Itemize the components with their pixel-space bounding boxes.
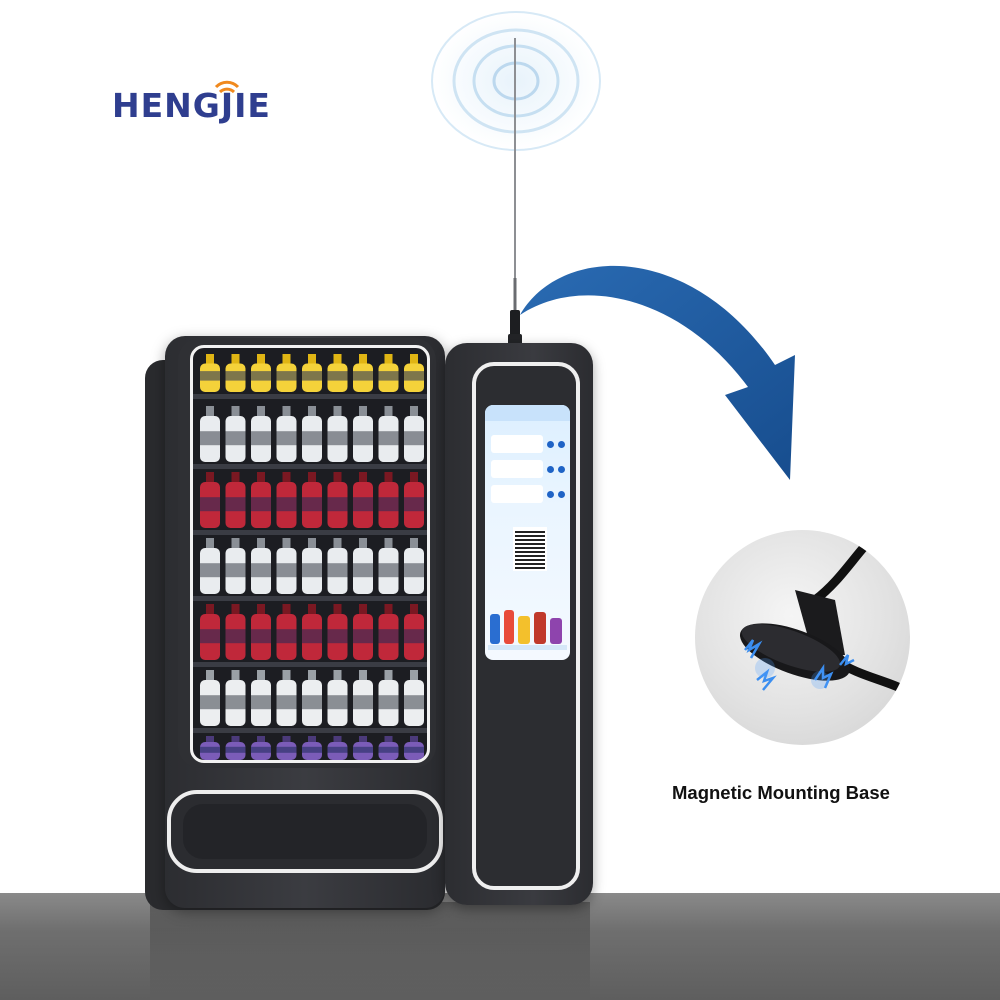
- bottle: [225, 538, 246, 594]
- screen-dot-icon: [547, 491, 554, 498]
- floor-reflection: [150, 902, 590, 1000]
- bottle: [276, 736, 297, 760]
- bottle: [353, 472, 373, 528]
- touch-screen: [485, 405, 570, 660]
- screen-dot-icon: [558, 466, 565, 473]
- bottle: [225, 670, 246, 726]
- product-shelves: [193, 354, 427, 760]
- screen-dot-icon: [547, 441, 554, 448]
- bottle: [353, 736, 373, 760]
- bottle: [378, 538, 399, 594]
- bottle: [225, 604, 246, 660]
- bottle: [327, 354, 348, 392]
- bottle: [302, 670, 322, 726]
- bottle: [404, 670, 424, 726]
- bottle: [251, 736, 271, 760]
- bottle: [276, 670, 297, 726]
- bottle: [353, 354, 373, 392]
- screen-list-item: [491, 435, 543, 453]
- screen-header: [485, 405, 570, 421]
- bottle: [302, 736, 322, 760]
- bottle: [378, 604, 399, 660]
- bottle: [225, 472, 246, 528]
- bottle: [353, 406, 373, 462]
- bottle: [200, 354, 220, 392]
- pickup-slot: [167, 790, 443, 873]
- bottle: [327, 736, 348, 760]
- bottle: [353, 604, 373, 660]
- bottle: [200, 538, 220, 594]
- bottle: [225, 736, 246, 760]
- bottle: [251, 354, 271, 392]
- bottle: [276, 354, 297, 392]
- bottle: [378, 354, 399, 392]
- bottle: [302, 472, 322, 528]
- bottle: [378, 736, 399, 760]
- magnetic-base-caption: Magnetic Mounting Base: [672, 782, 890, 803]
- bottle: [302, 604, 322, 660]
- bottle: [200, 604, 220, 660]
- bottle: [378, 472, 399, 528]
- shelf-rail: [193, 728, 427, 733]
- bottle: [251, 472, 271, 528]
- hengjie-logo-icon: [49, 41, 240, 135]
- bottle: [327, 538, 348, 594]
- bottle: [200, 736, 220, 760]
- bottle: [327, 406, 348, 462]
- bottle: [200, 406, 220, 462]
- shelf-rail: [193, 530, 427, 535]
- bottle: [404, 472, 424, 528]
- bottle: [251, 538, 271, 594]
- pickup-slot-inner: [183, 804, 427, 859]
- bottle: [225, 406, 246, 462]
- bottle: [276, 406, 297, 462]
- bottle: [276, 538, 297, 594]
- bottle: [404, 354, 424, 392]
- screen-dot-icon: [547, 466, 554, 473]
- bottle: [302, 354, 322, 392]
- shelf-rail: [193, 662, 427, 667]
- qr-code-icon: [513, 527, 547, 571]
- bottle: [353, 538, 373, 594]
- screen-dot-icon: [558, 441, 565, 448]
- screen-list-item: [491, 460, 543, 478]
- shelf-rail: [193, 464, 427, 469]
- glass-door: [190, 345, 430, 763]
- shelf-rail: [193, 394, 427, 399]
- bottle: [251, 670, 271, 726]
- shelf-rail: [193, 596, 427, 601]
- bottle: [327, 604, 348, 660]
- bottle: [251, 406, 271, 462]
- bottle: [225, 354, 246, 392]
- screen-list-item: [491, 485, 543, 503]
- bottle: [378, 406, 399, 462]
- screen-products-icon: [488, 610, 567, 650]
- bottle: [302, 406, 322, 462]
- magnetic-base-icon: [739, 530, 910, 699]
- bottle: [378, 670, 399, 726]
- bottle: [404, 406, 424, 462]
- bottle: [200, 472, 220, 528]
- bottle: [327, 670, 348, 726]
- curved-arrow-icon: [520, 265, 795, 480]
- bottle: [404, 604, 424, 660]
- brand-name: HENGJIE: [112, 86, 271, 125]
- bottle: [251, 604, 271, 660]
- bottle: [353, 670, 373, 726]
- bottle: [302, 538, 322, 594]
- bottle: [276, 604, 297, 660]
- bottle: [404, 538, 424, 594]
- bottle: [327, 472, 348, 528]
- bottle: [404, 736, 424, 760]
- screen-dot-icon: [558, 491, 565, 498]
- magnetic-base-circle: [695, 530, 910, 745]
- bottle: [200, 670, 220, 726]
- bottle: [276, 472, 297, 528]
